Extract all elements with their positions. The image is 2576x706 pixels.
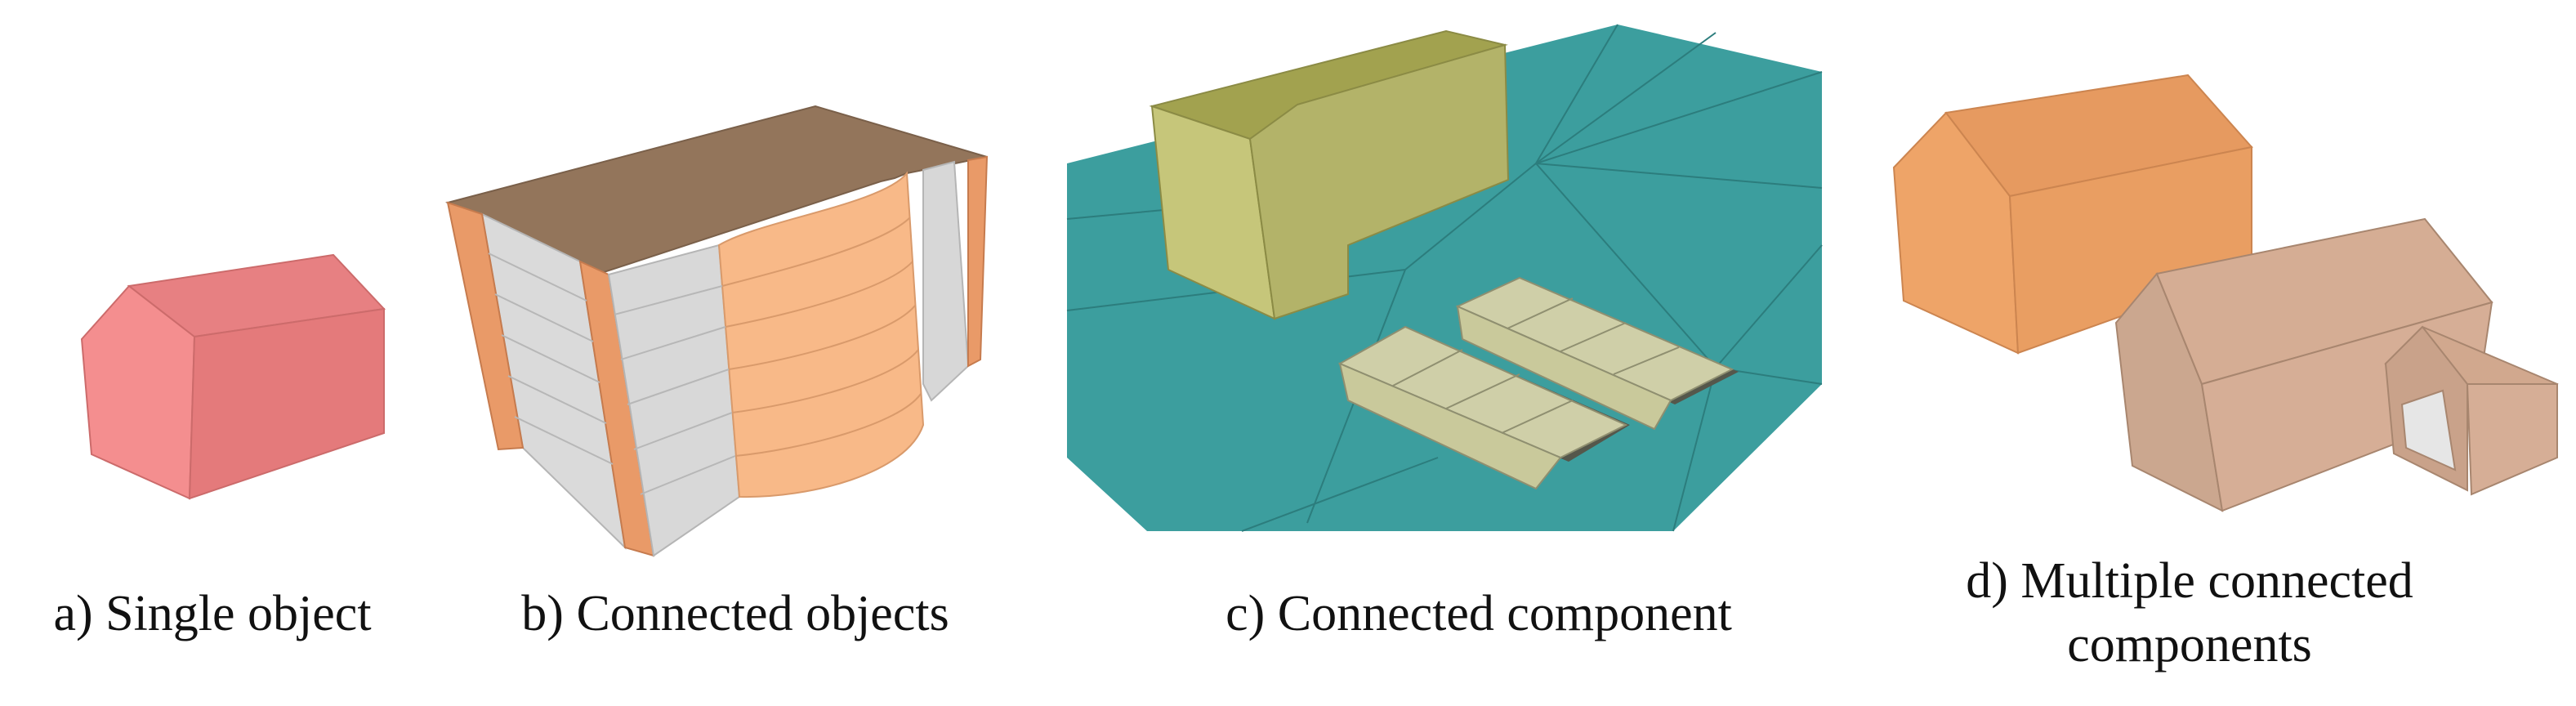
annex-front (2384, 325, 2468, 492)
caption-d-line1: d) Multiple connected (1966, 553, 2413, 609)
cylinder-floor-lines (721, 217, 922, 457)
caption-d-line2: components (2067, 617, 2312, 672)
orange-house-side (2008, 145, 2252, 355)
house-side-wall (188, 307, 385, 500)
left-pillar (446, 201, 525, 451)
shed-front-wall (1338, 362, 1562, 490)
yellow-front-wall (1150, 105, 1276, 320)
tan-house-gable (2114, 272, 2224, 512)
right-pillar (967, 155, 989, 368)
house-roof-slope (127, 253, 386, 338)
house-front-gable (80, 284, 196, 500)
shed-front-roof (1340, 327, 1630, 462)
caption-d: d) Multiple connected components (1928, 549, 2451, 677)
terrain-surface (1067, 25, 1822, 531)
left-grey-wall (480, 212, 627, 550)
right-grey-wall (922, 160, 970, 402)
shed-front-bays (1392, 349, 1574, 434)
annex-side (2466, 383, 2558, 496)
caption-c: c) Connected component (1225, 586, 1732, 641)
shed-back-wall (1456, 305, 1672, 431)
orange-house-roof (1944, 74, 2253, 198)
long-shed-back (1455, 276, 1739, 431)
building-roof (444, 105, 988, 276)
shed-back-roof (1458, 278, 1739, 404)
shed-back-top (1455, 276, 1734, 402)
shed-front-top (1337, 325, 1628, 459)
tan-house-side (2200, 301, 2493, 512)
cylinder-tower (717, 171, 925, 498)
yellow-side-wall (1248, 43, 1510, 320)
terrain-mesh (1066, 24, 1823, 532)
floor-lines (488, 252, 736, 495)
center-grey-wall (607, 244, 741, 557)
caption-a: a) Single object (53, 586, 372, 641)
caption-b: b) Connected objects (521, 586, 949, 641)
tall-yellow-building (1149, 29, 1510, 320)
tan-house-roof (2155, 217, 2493, 386)
shed-back-bays (1507, 297, 1680, 375)
tan-house (2114, 217, 2559, 512)
yellow-roof (1149, 29, 1508, 141)
connected-building (444, 105, 989, 557)
house-single (80, 253, 386, 500)
long-shed-front (1337, 325, 1630, 490)
annex-roof (2384, 325, 2559, 427)
orange-house (1892, 74, 2253, 355)
orange-house-gable (1892, 111, 2020, 355)
annex-opening (2400, 389, 2457, 471)
center-pillar (578, 260, 655, 557)
